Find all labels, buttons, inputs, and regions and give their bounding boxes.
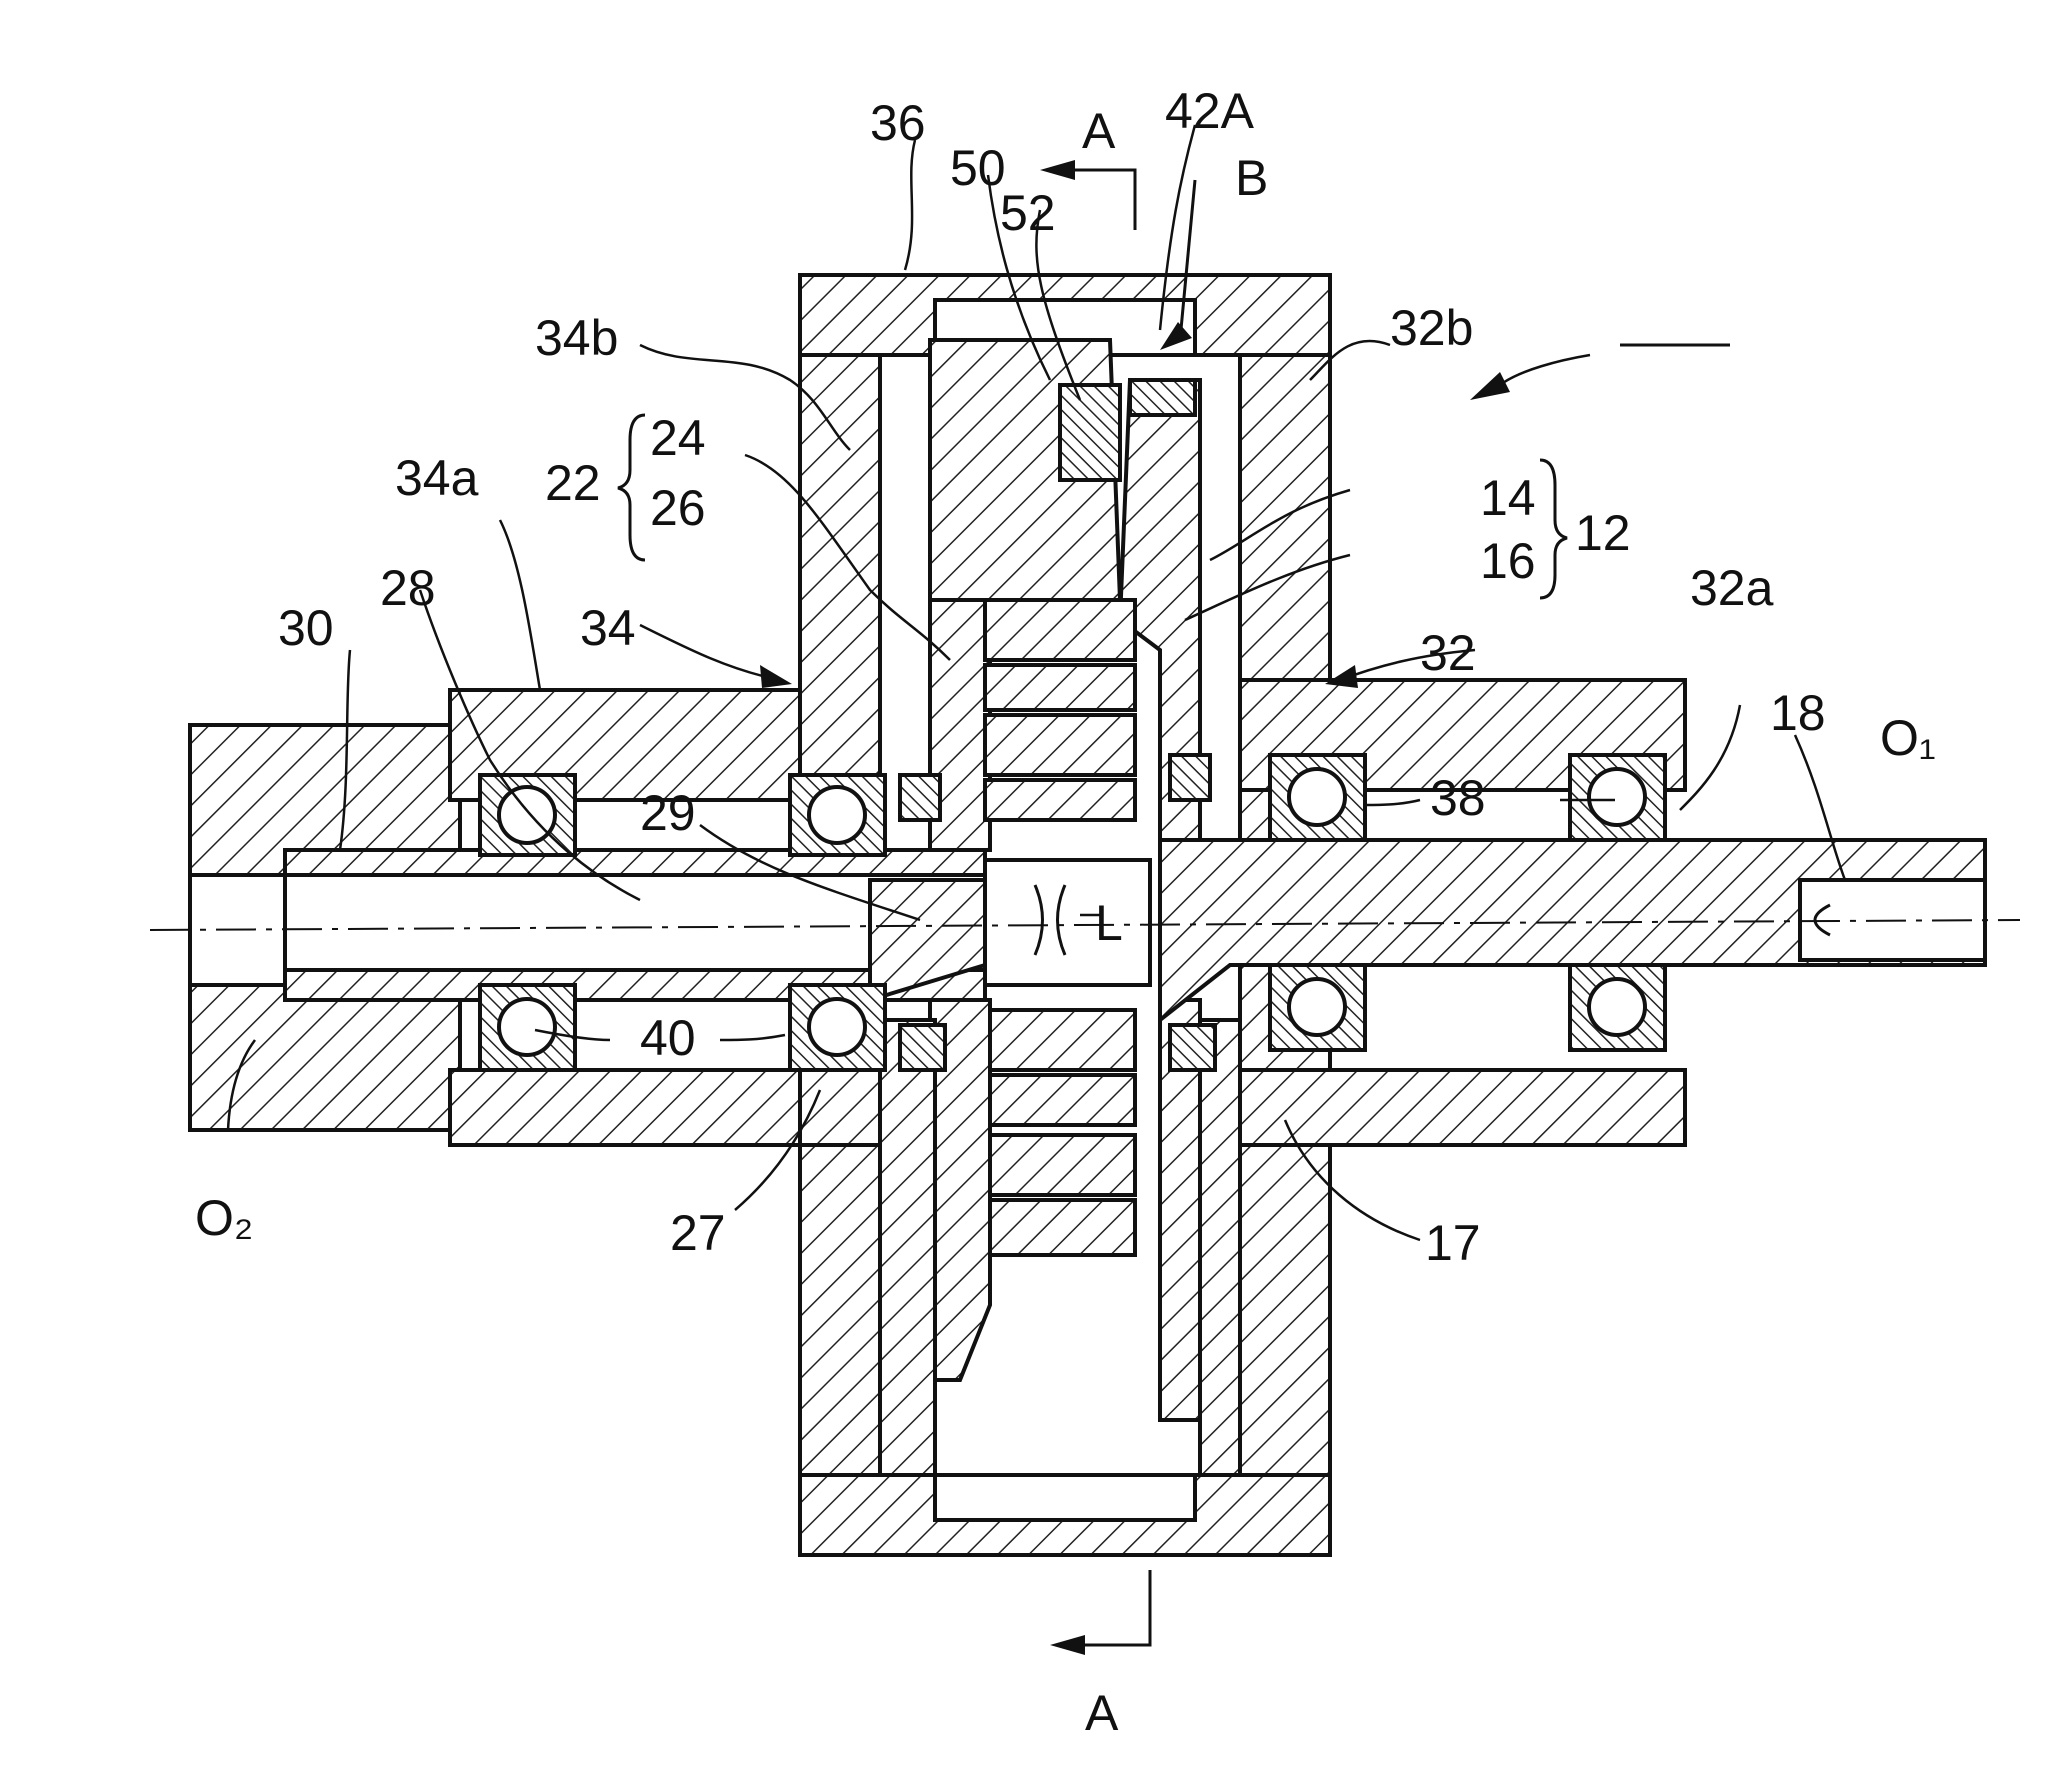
label-28: 28 [380,560,436,616]
label-L: L [1095,895,1123,951]
label-O1: O₁ [1880,710,1936,766]
label-24: 24 [650,410,706,466]
label-27: 27 [670,1205,726,1261]
label-34b: 34b [535,310,618,366]
label-34: 34 [580,600,636,656]
label-29: 29 [640,785,696,841]
label-12: 12 [1575,505,1631,561]
label-52: 52 [1000,185,1056,241]
label-17: 17 [1425,1215,1481,1271]
brace-22 [618,415,645,560]
brace-12 [1540,460,1567,598]
label-B: B [1235,150,1268,206]
input-shaft-28 [285,850,985,1000]
label-32: 32 [1420,625,1476,681]
coupling-L [985,860,1150,985]
label-16: 16 [1480,533,1536,589]
label-30: 30 [278,600,334,656]
label-34a: 34a [395,450,479,506]
label-50: 50 [950,140,1006,196]
label-A-bottom: A [1085,1685,1119,1741]
label-42A: 42A [1165,83,1255,139]
pin-52 [1060,385,1120,480]
label-36: 36 [870,95,926,151]
label-14: 14 [1480,470,1536,526]
planet-stack-upper [985,600,1135,820]
label-22: 22 [545,455,601,511]
pin-50 [1130,380,1195,415]
label-26: 26 [650,480,706,536]
label-32a: 32a [1690,560,1774,616]
label-40: 40 [640,1010,696,1066]
label-32b: 32b [1390,300,1473,356]
label-38: 38 [1430,770,1486,826]
reference-arrow-10A [1470,345,1730,400]
label-O2: O₂ [195,1190,253,1246]
label-A-top: A [1082,103,1116,159]
label-18: 18 [1770,685,1826,741]
